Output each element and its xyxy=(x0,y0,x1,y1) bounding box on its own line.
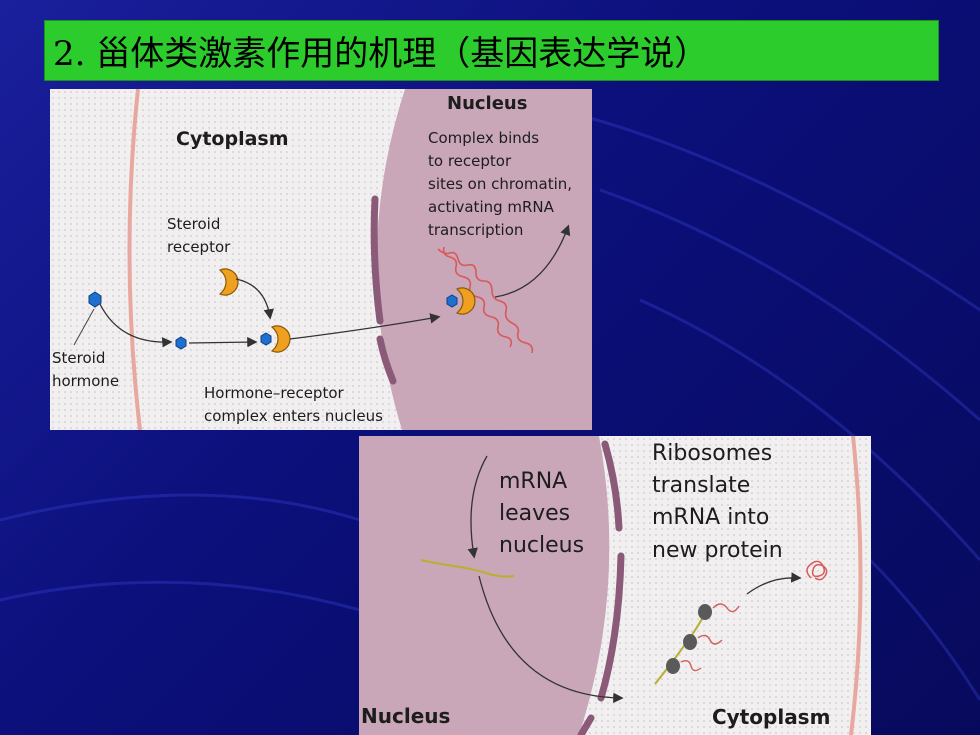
svg-text:Steroid: Steroid xyxy=(52,349,105,367)
hormone-receptor-complex-icon xyxy=(260,325,291,353)
cell-membrane xyxy=(849,436,863,735)
translation-diagram: mRNA leaves nucleus Ribosomes translate … xyxy=(359,436,871,735)
svg-text:receptor: receptor xyxy=(167,238,231,256)
chromatin-dna-icon xyxy=(437,246,534,354)
svg-text:activating mRNA: activating mRNA xyxy=(428,198,555,216)
nuclear-envelope xyxy=(601,440,623,532)
ribosomes-label: Ribosomes translate mRNA into new protei… xyxy=(652,441,783,563)
hormone-molecule-icon xyxy=(175,336,187,350)
new-protein-icon xyxy=(806,560,828,581)
nucleus-region xyxy=(359,436,610,735)
steroid-receptor-label: Steroid receptor xyxy=(167,215,231,256)
mrna-leaves-label: mRNA leaves nucleus xyxy=(499,469,584,558)
steroid-receptor-icon xyxy=(218,268,239,296)
svg-text:Ribosomes: Ribosomes xyxy=(652,441,772,466)
steroid-hormone-label: Steroid hormone xyxy=(52,349,119,390)
svg-text:transcription: transcription xyxy=(428,221,523,239)
complex-binds-label: Complex binds to receptor sites on chrom… xyxy=(428,129,572,239)
slide-title: 2. 甾体类激素作用的机理（基因表达学说） xyxy=(44,20,939,81)
svg-text:mRNA: mRNA xyxy=(499,469,567,494)
svg-text:Hormone–receptor: Hormone–receptor xyxy=(204,384,345,402)
svg-text:mRNA into: mRNA into xyxy=(652,505,769,530)
svg-text:complex enters nucleus: complex enters nucleus xyxy=(204,407,383,425)
nucleus-region xyxy=(376,89,592,430)
svg-text:translate: translate xyxy=(652,473,750,498)
svg-text:sites on chromatin,: sites on chromatin, xyxy=(428,175,572,193)
svg-text:to receptor: to receptor xyxy=(428,152,512,170)
cytoplasm-label: Cytoplasm xyxy=(712,705,830,729)
svg-text:new protein: new protein xyxy=(652,538,783,563)
cell-membrane xyxy=(127,89,142,430)
growing-polypeptide-icon xyxy=(680,603,740,672)
svg-text:Complex binds: Complex binds xyxy=(428,129,539,147)
svg-text:nucleus: nucleus xyxy=(499,533,584,558)
complex-enters-label: Hormone–receptor complex enters nucleus xyxy=(204,384,383,425)
nuclear-entry-diagram: Nucleus Cytoplasm Complex binds to recep… xyxy=(50,89,592,430)
nucleus-label: Nucleus xyxy=(447,93,527,114)
ribosome-icon xyxy=(666,604,712,674)
nucleus-label: Nucleus xyxy=(361,704,450,728)
nuclear-envelope xyxy=(370,195,384,325)
svg-text:leaves: leaves xyxy=(499,501,570,526)
svg-text:hormone: hormone xyxy=(52,372,119,390)
steroid-hormone-icon xyxy=(88,291,102,308)
cytoplasm-label: Cytoplasm xyxy=(176,128,289,150)
bound-complex-icon xyxy=(446,287,476,315)
svg-text:Steroid: Steroid xyxy=(167,215,220,233)
mrna-strand-icon xyxy=(420,559,515,578)
